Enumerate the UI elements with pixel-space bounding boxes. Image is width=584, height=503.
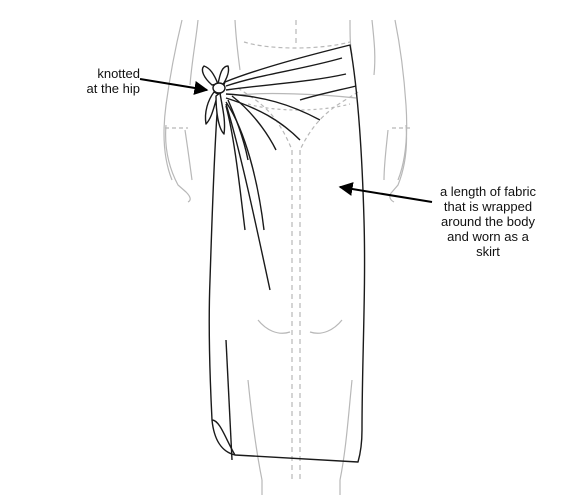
sarong-skirt bbox=[208, 44, 366, 463]
label-fabric-line-1: a length of fabric bbox=[439, 184, 537, 199]
label-fabric-line-4: and worn as a bbox=[447, 229, 529, 244]
knot-shape bbox=[201, 65, 230, 135]
body-outline bbox=[163, 19, 412, 495]
label-knot-line-2: at the hip bbox=[86, 81, 141, 96]
label-fabric-line-2: that is wrapped bbox=[443, 199, 533, 214]
label-fabric-description: a length of fabric that is wrapped aroun… bbox=[432, 184, 544, 259]
label-fabric-line-5: skirt bbox=[476, 244, 500, 259]
arrow-knot bbox=[139, 78, 209, 95]
arrows bbox=[139, 78, 433, 203]
label-knot-line-1: knotted bbox=[97, 66, 140, 81]
arrow-fabric bbox=[338, 182, 433, 203]
label-knotted-at-hip: knotted at the hip bbox=[62, 66, 141, 96]
label-fabric-line-3: around the body bbox=[441, 214, 535, 229]
